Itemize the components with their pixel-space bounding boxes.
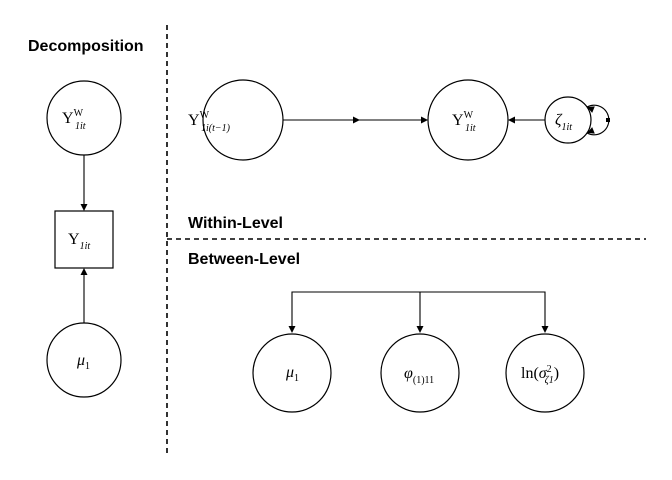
- between-bracket-connector: [291, 291, 546, 327]
- within-innovation-label: ζ1it: [555, 112, 572, 133]
- decomp-latent-node: [46, 80, 122, 156]
- between-mean-node: [252, 333, 332, 413]
- between-log-variance-node: [505, 333, 585, 413]
- between-autoregression-label: φ(1)11: [404, 365, 434, 386]
- arrowhead-down-icon: [416, 326, 424, 333]
- between-level-title: Between-Level: [188, 251, 300, 268]
- arrowhead-left-icon: [508, 116, 515, 124]
- within-level-title: Within-Level: [188, 215, 283, 232]
- within-innovation-node: [544, 96, 592, 144]
- arrowhead-down-icon: [80, 204, 88, 211]
- arrowhead-up-icon: [80, 268, 88, 275]
- decomp-observed-node: [54, 210, 114, 269]
- decomposition-title: Decomposition: [28, 38, 144, 55]
- arrowhead-right-icon: [421, 116, 428, 124]
- arrowhead-down-icon: [541, 326, 549, 333]
- arrowhead-right-icon: [353, 116, 360, 124]
- decomp-mean-node: [46, 322, 122, 398]
- arrowhead-down-icon: [288, 326, 296, 333]
- decomp-observed-label: Y1it: [68, 231, 90, 252]
- between-autoregression-node: [380, 333, 460, 413]
- decomp-mean-label: μ1: [76, 352, 90, 372]
- arrowhead-loop-bottom-icon: [587, 127, 595, 134]
- loop-apex-dot: [606, 118, 610, 122]
- arrowhead-loop-top-icon: [587, 106, 595, 113]
- within-lag-node: [202, 79, 284, 161]
- between-mean-label: μ1: [285, 364, 299, 384]
